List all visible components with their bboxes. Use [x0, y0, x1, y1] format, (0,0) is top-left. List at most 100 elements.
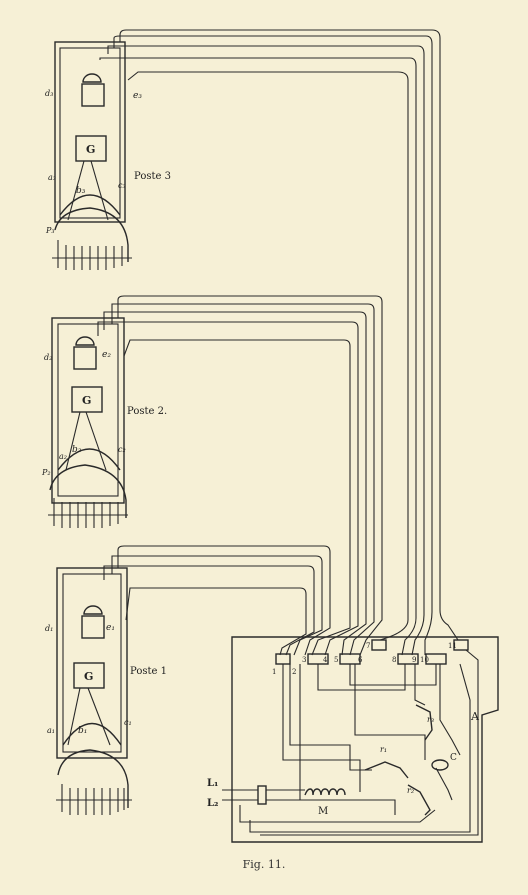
station-1-switch-label: e₁ [106, 623, 115, 633]
station-1-contact-a: a₁ [47, 726, 55, 735]
station-2-relay-wire [85, 411, 107, 471]
station-2-inner-frame [57, 323, 119, 497]
station-1-bell-box [81, 615, 105, 639]
station-3-terminal-d: d₃ [45, 89, 53, 98]
cable-wire-s1 [117, 545, 331, 656]
station-2-terminal-d: d₂ [44, 353, 52, 362]
station-3-hand-outline [54, 207, 129, 262]
board-wire [354, 664, 426, 760]
terminal-number: 7 [366, 642, 370, 650]
board-wire [317, 664, 406, 691]
station-2-lever: P₂ [41, 468, 51, 477]
station-1-contact-b: b₁ [78, 726, 87, 736]
cable-wire-s3 [113, 35, 433, 655]
terminal-number: 5 [334, 656, 338, 664]
station-2-title: Poste 2. [127, 406, 167, 417]
station-2-bell-box [73, 346, 97, 370]
terminal-box [339, 653, 361, 665]
cable-wire-s2 [123, 339, 351, 656]
station-3-relay-box [75, 135, 107, 162]
station-3-relay-wire [90, 160, 109, 221]
station-2-switch-label: e₂ [102, 350, 111, 360]
station-1-terminal-d: d₁ [45, 624, 53, 633]
terminal-number: 3 [302, 656, 306, 664]
terminal-box [397, 653, 419, 665]
terminal-number: 11 [448, 642, 457, 650]
cable-wire-s1 [103, 565, 315, 656]
terminal-box [425, 653, 447, 665]
station-1-contact-c: c₁ [124, 718, 132, 727]
station-1-relay-wire [87, 687, 111, 746]
board-wire [439, 664, 461, 756]
station-3-bell-box [81, 83, 105, 107]
terminal-number: 8 [392, 656, 396, 664]
cable-wire-s2 [117, 295, 383, 656]
station-3-inner-frame [59, 47, 121, 219]
terminal-number: 2 [292, 668, 296, 676]
commutator-label: C [450, 753, 457, 763]
line-1-label: L₁ [207, 778, 218, 789]
cable-wire-s3 [99, 57, 417, 656]
board-wire [239, 805, 436, 823]
central-board: A 1 2 3 4 5 6 7 8 9 10 11 r₁ [207, 636, 499, 843]
board-wire [282, 664, 361, 792]
station-2-frame [51, 317, 125, 504]
line-2-label: L₂ [207, 798, 218, 809]
board-wire [249, 663, 471, 833]
station-1-hand-outline [57, 749, 129, 808]
station-1-frame [56, 567, 128, 759]
relay-r3-icon [415, 704, 433, 741]
figure-caption: Fig. 11. [242, 858, 286, 871]
station-3-contact-a: a₃ [48, 173, 56, 182]
station-1-inner-frame [62, 573, 122, 753]
station-2-contact-a: a₂ [59, 452, 67, 461]
cable-wire-s3 [107, 45, 425, 656]
cable-wire-s3 [119, 29, 459, 641]
relay-r1-icon [364, 761, 409, 779]
station-3-contact-c: c₃ [118, 181, 126, 190]
board-wire [349, 664, 437, 686]
station-3-lever: P₃ [45, 226, 55, 235]
terminal-box [371, 639, 387, 651]
terminal-box [453, 639, 469, 651]
cable-wire-s2 [97, 321, 359, 656]
station-2-contact-c: c₂ [118, 445, 126, 454]
station-3-battery-cells [57, 240, 123, 270]
station-1: G Poste 1 e₁ a₁ b₁ c₁ d₁ [45, 567, 167, 815]
station-3-switch-arc [59, 194, 121, 216]
station-3-relay-label: G [86, 143, 95, 156]
line-terminal [257, 785, 267, 805]
terminal-number: 10 [420, 656, 429, 664]
station-3-title: Poste 3 [134, 171, 171, 182]
station-3-switch-label: e₃ [133, 91, 142, 101]
terminal-number: 4 [323, 656, 328, 664]
board-wire [289, 664, 372, 771]
station-2-relay-wire-2 [65, 411, 81, 471]
station-3: G Poste 3 e₃ a₃ b₃ c₃ d₃ P₃ [45, 41, 171, 270]
cable-wire-s1 [125, 587, 307, 656]
station-2-switch-arc [57, 448, 121, 471]
station-1-relay-box [73, 662, 105, 689]
station-3-frame [54, 41, 126, 223]
station-1-bell-icon [83, 605, 103, 615]
terminal-box [275, 653, 291, 665]
cable-wire-s1 [111, 555, 323, 656]
commutator-icon [431, 759, 449, 771]
board-wire [260, 649, 479, 836]
station-3-contact-b: b₃ [76, 186, 86, 196]
magnet-coil-icon [304, 788, 346, 796]
cable-wire-s3 [127, 71, 409, 641]
station-1-relay-label: G [84, 670, 93, 683]
relay-r2-label: r₂ [407, 786, 414, 795]
station-2-relay-label: G [82, 394, 91, 407]
central-board-outline [231, 636, 499, 843]
magnet-label: M [318, 806, 328, 817]
relay-r3-label: r₃ [427, 715, 434, 724]
relay-r2-icon [407, 784, 431, 816]
cable-runs [97, 29, 459, 656]
central-board-label: A [470, 710, 480, 723]
station-2-bell-icon [75, 336, 95, 346]
station-2-hand-outline [49, 464, 127, 518]
station-3-relay-wire-2 [67, 160, 85, 221]
